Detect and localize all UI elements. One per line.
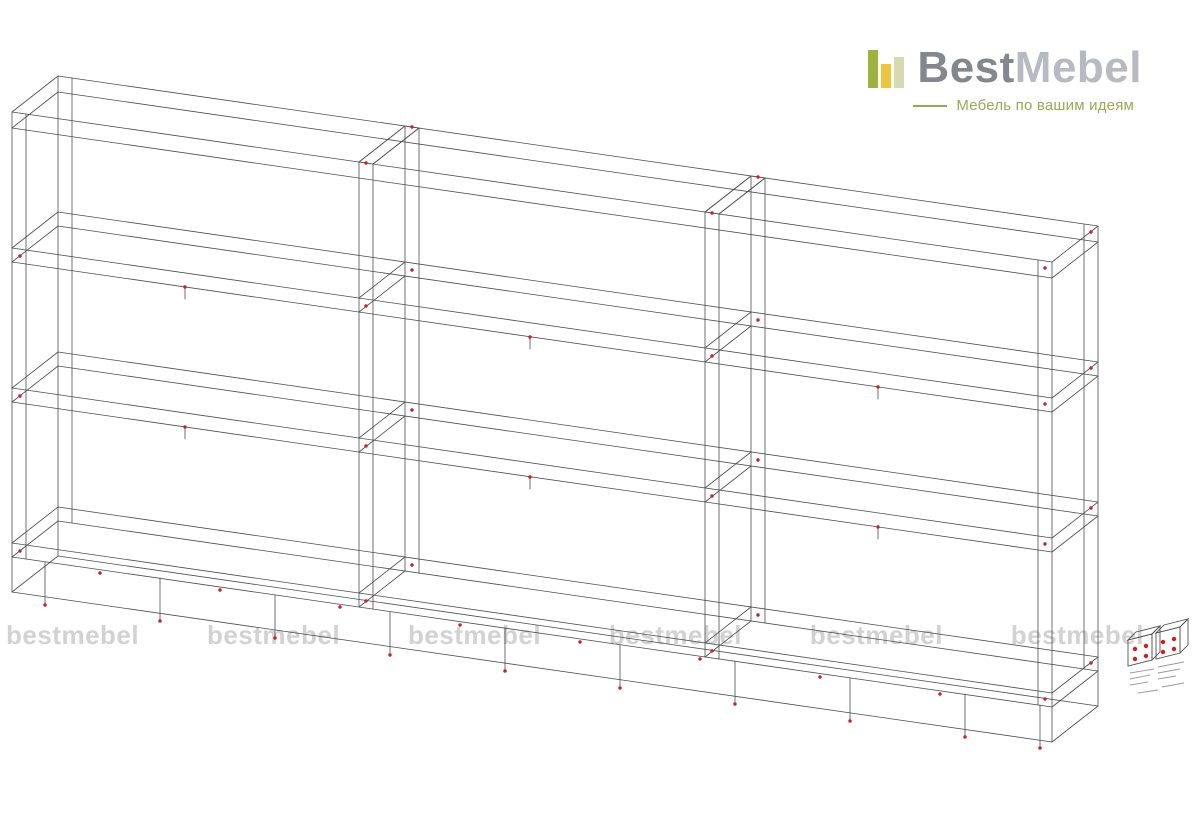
- tagline-dash: [913, 104, 948, 107]
- watermark-text: bestmebel: [206, 620, 341, 650]
- brand-logo: BestMebel Мебель по вашим идеям: [867, 44, 1142, 114]
- brand-tagline: Мебель по вашим идеям: [956, 97, 1135, 114]
- watermark-text: bestmebel: [1010, 620, 1144, 650]
- watermark-row: bestmebel bestmebel bestmebel bestmebel …: [6, 620, 1144, 651]
- connector-markers: [18, 125, 1093, 750]
- hardware-detail-drawing: [1126, 617, 1190, 694]
- brand-tagline-row: Мебель по вашим идеям: [913, 97, 1142, 114]
- logo-bars-icon: [868, 50, 905, 88]
- hardware-detail-caption-marks: [1129, 661, 1185, 694]
- brand-name-mebel: Mebel: [1014, 43, 1142, 92]
- brand-name: BestMebel: [917, 46, 1142, 90]
- brand-name-best: Best: [917, 43, 1015, 92]
- watermark-text: bestmebel: [6, 620, 140, 650]
- watermark-text: bestmebel: [407, 620, 542, 650]
- brand-row: BestMebel: [867, 44, 1142, 90]
